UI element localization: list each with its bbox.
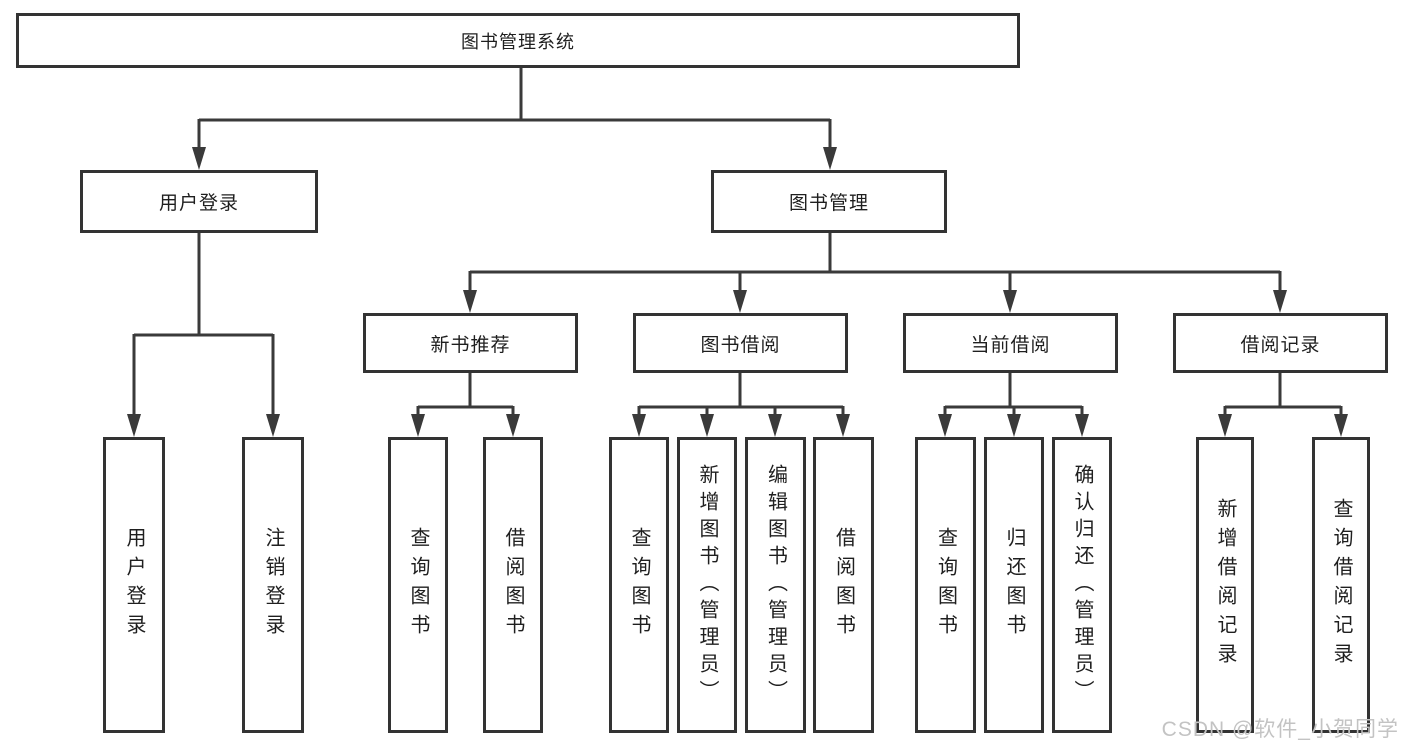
node-new-book-recommend: 新书推荐 bbox=[363, 313, 578, 373]
node-user-login-label: 用户登录 bbox=[158, 193, 239, 214]
leaf-return-books: 归还图书 bbox=[984, 437, 1044, 733]
leaf-logout-label: 注销登录 bbox=[262, 527, 284, 643]
node-user-login: 用户登录 bbox=[80, 170, 318, 233]
node-current-borrowing: 当前借阅 bbox=[903, 313, 1118, 373]
leaf-user-login: 用户登录 bbox=[103, 437, 165, 733]
node-book-management-label: 图书管理 bbox=[788, 193, 869, 214]
leaf-query-books-1-label: 查询图书 bbox=[407, 527, 429, 643]
leaf-borrow-books-1-label: 借阅图书 bbox=[502, 527, 524, 643]
leaf-borrow-books-2-label: 借阅图书 bbox=[832, 527, 855, 643]
leaf-add-borrow-record: 新增借阅记录 bbox=[1196, 437, 1254, 733]
node-current-borrowing-label: 当前借阅 bbox=[970, 334, 1051, 356]
leaf-edit-books-admin: 编辑图书（管理员） bbox=[745, 437, 806, 733]
leaf-add-borrow-record-label: 新增借阅记录 bbox=[1214, 498, 1236, 672]
leaf-edit-books-admin-label: 编辑图书（管理员） bbox=[764, 463, 787, 707]
node-library-management-system-label: 图书管理系统 bbox=[461, 31, 575, 52]
node-library-management-system: 图书管理系统 bbox=[16, 13, 1020, 68]
leaf-query-books-2-label: 查询图书 bbox=[628, 527, 650, 643]
leaf-confirm-return-admin: 确认归还（管理员） bbox=[1052, 437, 1112, 733]
node-book-management: 图书管理 bbox=[711, 170, 947, 233]
leaf-add-books-admin: 新增图书（管理员） bbox=[677, 437, 737, 733]
leaf-borrow-books-2: 借阅图书 bbox=[813, 437, 874, 733]
leaf-query-books-3-label: 查询图书 bbox=[934, 527, 957, 643]
leaf-query-books-2: 查询图书 bbox=[609, 437, 669, 733]
leaf-user-login-label: 用户登录 bbox=[123, 527, 145, 643]
leaf-confirm-return-admin-label: 确认归还（管理员） bbox=[1071, 463, 1093, 707]
csdn-watermark: CSDN @软件_小贺同学 bbox=[1161, 718, 1399, 741]
leaf-return-books-label: 归还图书 bbox=[1003, 527, 1025, 643]
leaf-borrow-books-1: 借阅图书 bbox=[483, 437, 543, 733]
leaf-logout: 注销登录 bbox=[242, 437, 304, 733]
leaf-query-books-3: 查询图书 bbox=[915, 437, 976, 733]
leaf-query-borrow-record: 查询借阅记录 bbox=[1312, 437, 1370, 733]
leaf-add-books-admin-label: 新增图书（管理员） bbox=[696, 463, 718, 707]
node-book-borrowing: 图书借阅 bbox=[633, 313, 848, 373]
node-book-borrowing-label: 图书借阅 bbox=[700, 334, 781, 356]
leaf-query-borrow-record-label: 查询借阅记录 bbox=[1330, 498, 1352, 672]
node-borrowing-records: 借阅记录 bbox=[1173, 313, 1388, 373]
leaf-query-books-1: 查询图书 bbox=[388, 437, 448, 733]
node-new-book-recommend-label: 新书推荐 bbox=[430, 334, 511, 356]
node-borrowing-records-label: 借阅记录 bbox=[1240, 334, 1321, 356]
